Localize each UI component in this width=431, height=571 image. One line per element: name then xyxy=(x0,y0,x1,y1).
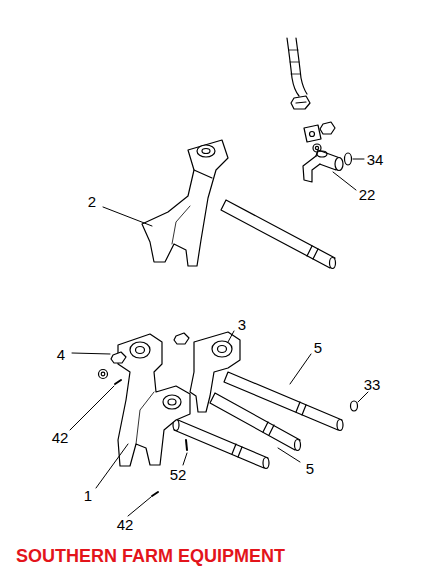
callout-number: 33 xyxy=(364,377,381,392)
shift-arm xyxy=(303,150,343,182)
callout-number: 5 xyxy=(306,461,314,476)
snap-ring xyxy=(351,401,358,411)
callout-number: 34 xyxy=(367,152,384,167)
shift-lever xyxy=(287,38,310,109)
callout-number: 1 xyxy=(84,488,92,503)
leader-lines xyxy=(70,159,368,516)
callout-number: 2 xyxy=(88,194,96,209)
callout-number: 42 xyxy=(52,430,69,445)
callout-number: 4 xyxy=(57,347,65,362)
callout-number: 3 xyxy=(238,317,246,332)
snap-ring xyxy=(345,153,352,165)
callout-number: 22 xyxy=(359,187,376,202)
shift-fork xyxy=(142,140,228,266)
lock-plate-and-bolt xyxy=(304,122,335,152)
callout-number: 42 xyxy=(117,517,134,532)
shift-rod xyxy=(221,200,336,269)
callout-number: 52 xyxy=(170,467,187,482)
watermark: SOUTHERN FARM EQUIPMENT xyxy=(16,547,285,565)
shift-fork xyxy=(174,332,240,450)
shift-fork xyxy=(99,334,191,496)
callout-number: 5 xyxy=(314,340,322,355)
